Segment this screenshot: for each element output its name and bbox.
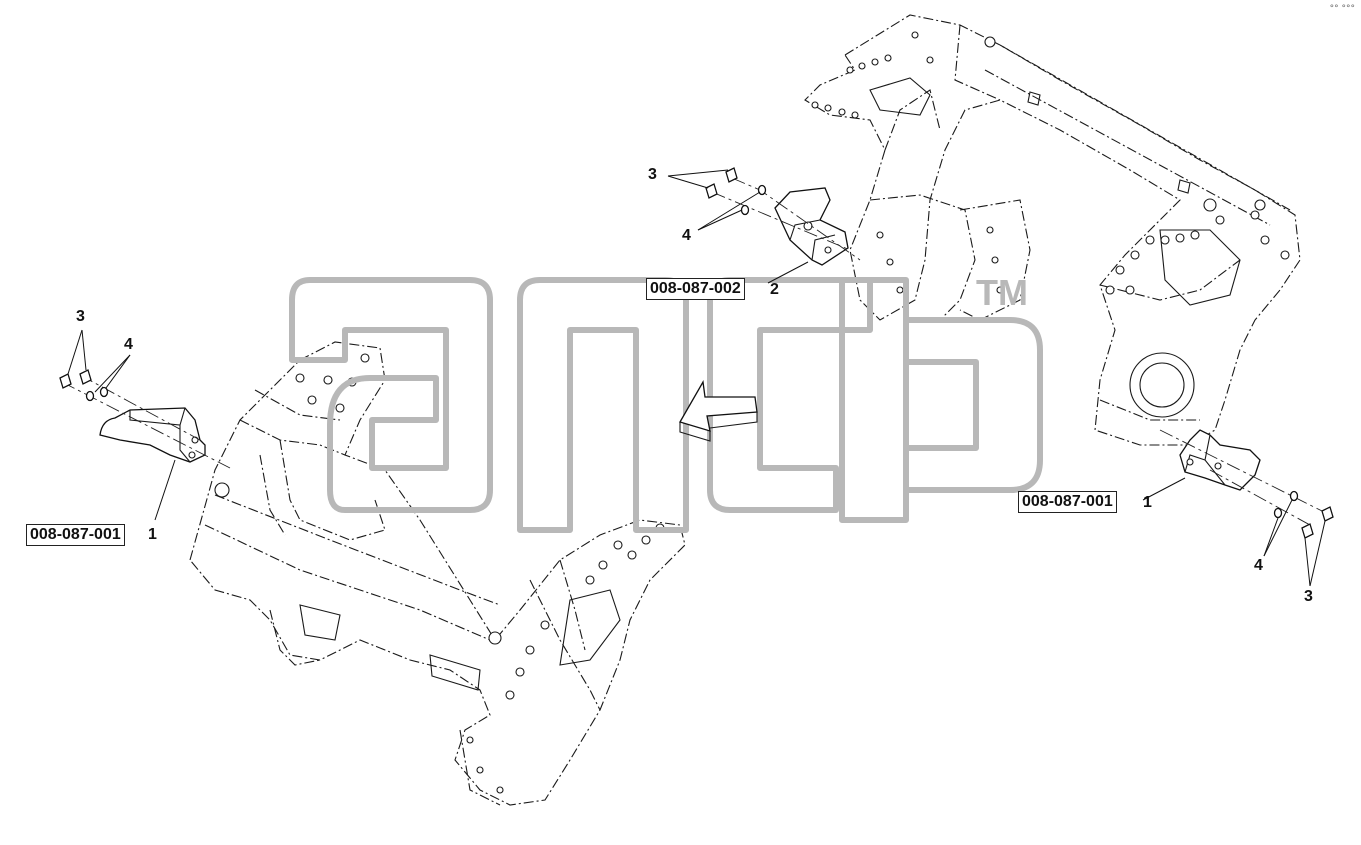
upper-item-callout: 2: [770, 281, 779, 298]
upper-screw-callout: 3: [648, 166, 657, 183]
left-bracket-part: [59, 369, 231, 469]
right-part-ref-box[interactable]: 008-087-001: [1018, 491, 1117, 513]
left-screw-callout: 3: [76, 308, 85, 325]
right-washer-callout: 4: [1254, 557, 1263, 574]
left-item-callout: 1: [148, 526, 157, 543]
upper-washer-callout: 4: [682, 227, 691, 244]
view-direction-arrow-icon: [679, 380, 758, 442]
right-screw-callout: 3: [1304, 588, 1313, 605]
leader-lines: [67, 169, 1326, 587]
upper-bracket-part: [705, 167, 861, 266]
watermark-trademark: TM: [976, 272, 1028, 313]
watermark-logo: [289, 277, 1043, 533]
right-frame-structure: [804, 14, 1301, 446]
right-bracket-part: [1159, 429, 1334, 539]
upper-part-ref-box[interactable]: 008-087-002: [646, 278, 745, 300]
left-washer-callout: 4: [124, 336, 133, 353]
left-part-ref-box[interactable]: 008-087-001: [26, 524, 125, 546]
corner-mark: °° °°°: [1329, 4, 1355, 14]
left-frame-structure: [189, 341, 686, 806]
right-item-callout: 1: [1143, 494, 1152, 511]
